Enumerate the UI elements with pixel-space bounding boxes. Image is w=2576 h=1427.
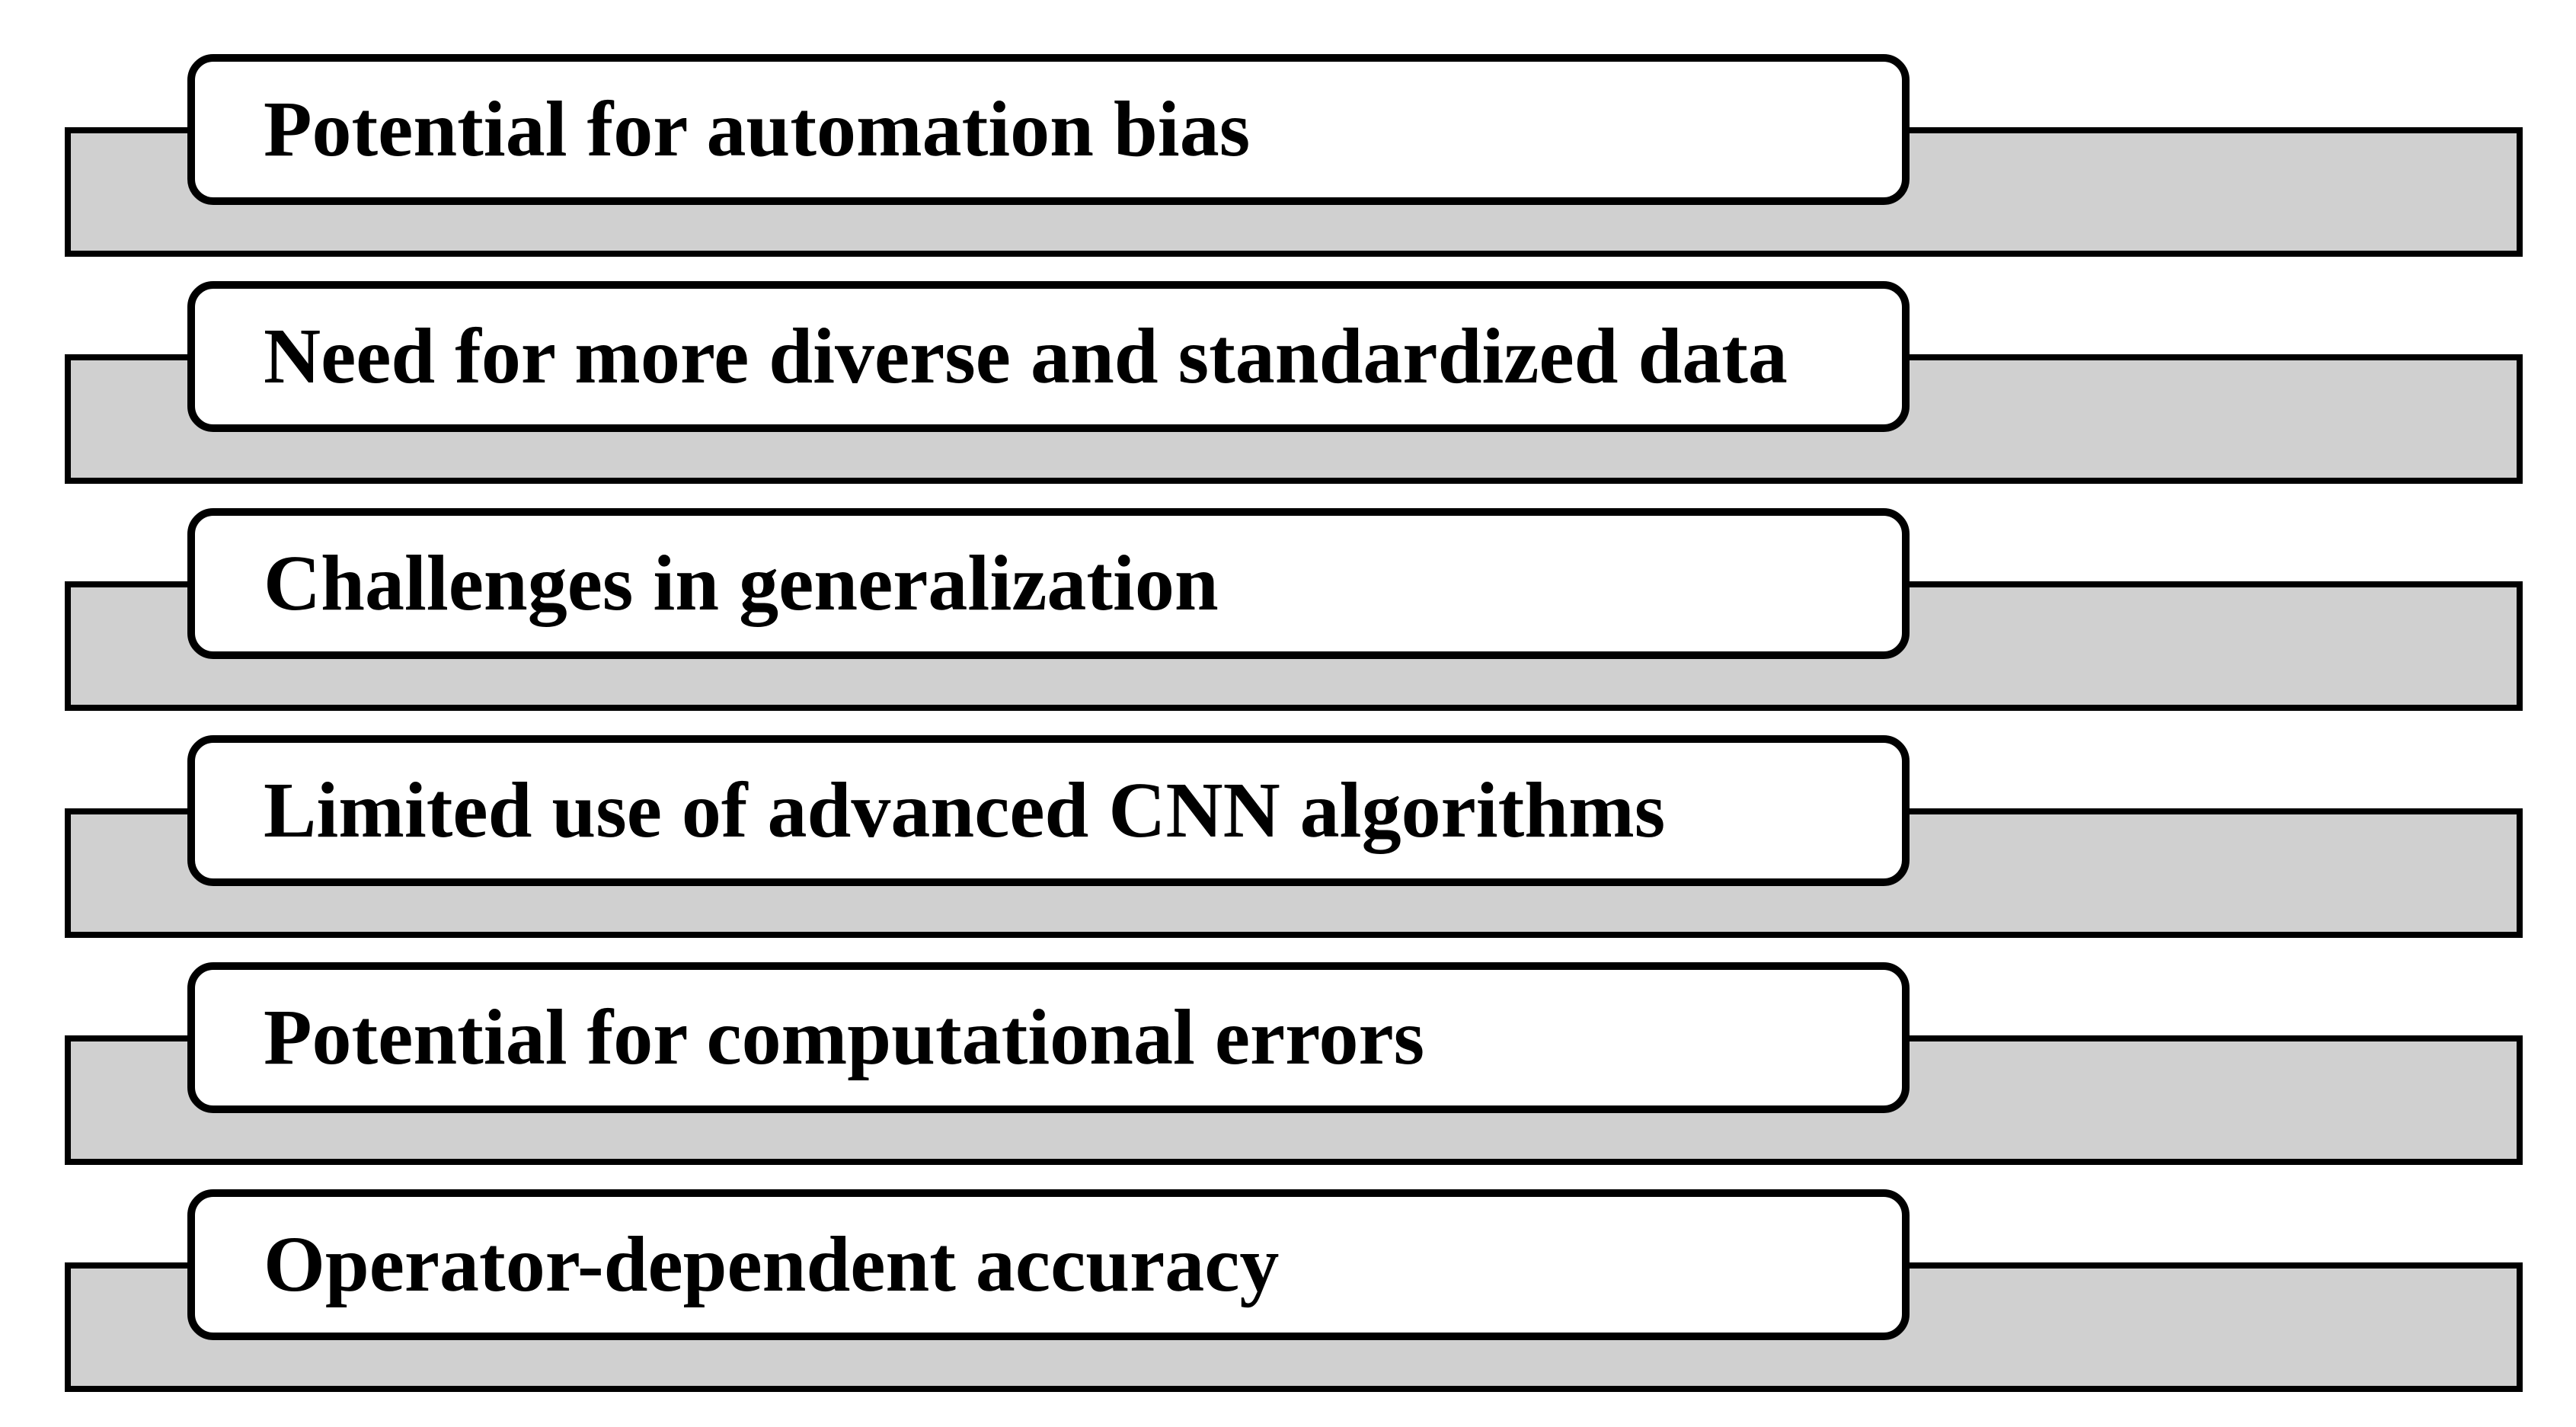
- limitation-row-3: Challenges in generalization: [0, 508, 2576, 735]
- limitation-label: Need for more diverse and standardized d…: [264, 312, 1788, 400]
- limitation-row-2: Need for more diverse and standardized d…: [0, 281, 2576, 508]
- callout-box: Potential for computational errors: [187, 962, 1910, 1113]
- callout-box: Challenges in generalization: [187, 508, 1910, 659]
- limitation-row-6: Operator-dependent accuracy: [0, 1189, 2576, 1416]
- limitation-row-4: Limited use of advanced CNN algorithms: [0, 735, 2576, 962]
- limitation-label: Challenges in generalization: [264, 539, 1219, 627]
- limitation-label: Potential for computational errors: [264, 993, 1425, 1081]
- limitation-label: Potential for automation bias: [264, 85, 1251, 173]
- limitation-row-1: Potential for automation bias: [0, 54, 2576, 281]
- limitation-row-5: Potential for computational errors: [0, 962, 2576, 1189]
- limitation-label: Limited use of advanced CNN algorithms: [264, 766, 1666, 854]
- callout-box: Need for more diverse and standardized d…: [187, 281, 1910, 432]
- callout-box: Operator-dependent accuracy: [187, 1189, 1910, 1340]
- callout-box: Limited use of advanced CNN algorithms: [187, 735, 1910, 886]
- callout-box: Potential for automation bias: [187, 54, 1910, 205]
- limitation-label: Operator-dependent accuracy: [264, 1221, 1280, 1308]
